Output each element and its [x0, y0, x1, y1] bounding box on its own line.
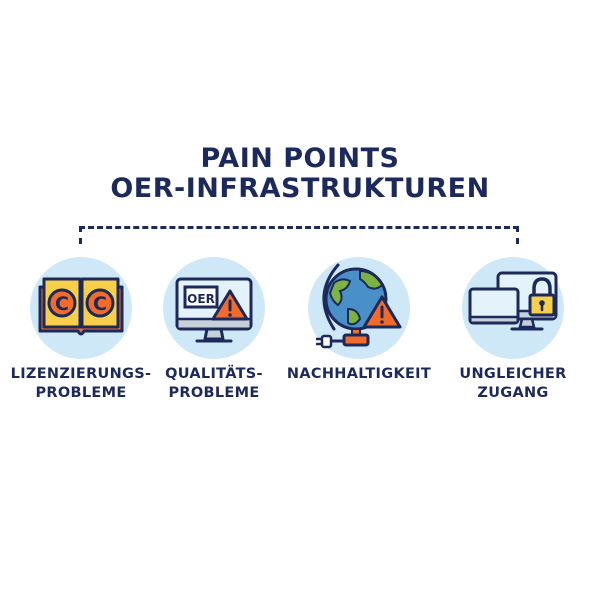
devices-lock-icon: [468, 271, 558, 331]
monitor-oer-warning-icon: OER: [175, 277, 253, 343]
pain-point-label: LIZENZIERUNGS- PROBLEME: [10, 366, 152, 401]
svg-text:C: C: [55, 293, 69, 315]
pain-point-label: UNGLEICHER ZUGANG: [459, 366, 567, 401]
pain-point-sustainability: NACHHALTIGKEIT: [284, 257, 434, 384]
pain-point-quality: OER QUALITÄTS- PROBLEME: [139, 257, 289, 403]
icon-circle: [462, 257, 564, 359]
book-copyright-icon: C C: [38, 277, 124, 336]
pain-point-label: NACHHALTIGKEIT: [286, 366, 432, 382]
svg-text:C: C: [93, 293, 107, 315]
page-title-line-1: PAIN POINTS: [200, 143, 400, 174]
svg-text:OER: OER: [187, 292, 215, 306]
pain-point-unequal-access: UNGLEICHER ZUGANG: [438, 257, 588, 403]
globe-plug-warning-icon: [316, 263, 402, 349]
icon-circle: C C: [30, 257, 132, 359]
dashed-connector-line: [79, 226, 519, 244]
pain-point-label: QUALITÄTS- PROBLEME: [165, 366, 263, 401]
icon-circle: OER: [163, 257, 265, 359]
page-title-line-2: OER-INFRASTRUKTUREN: [110, 173, 490, 204]
pain-point-licensing: C C LIZENZIERUNGS- PROBLEME: [6, 257, 156, 403]
icon-circle: [308, 257, 410, 359]
